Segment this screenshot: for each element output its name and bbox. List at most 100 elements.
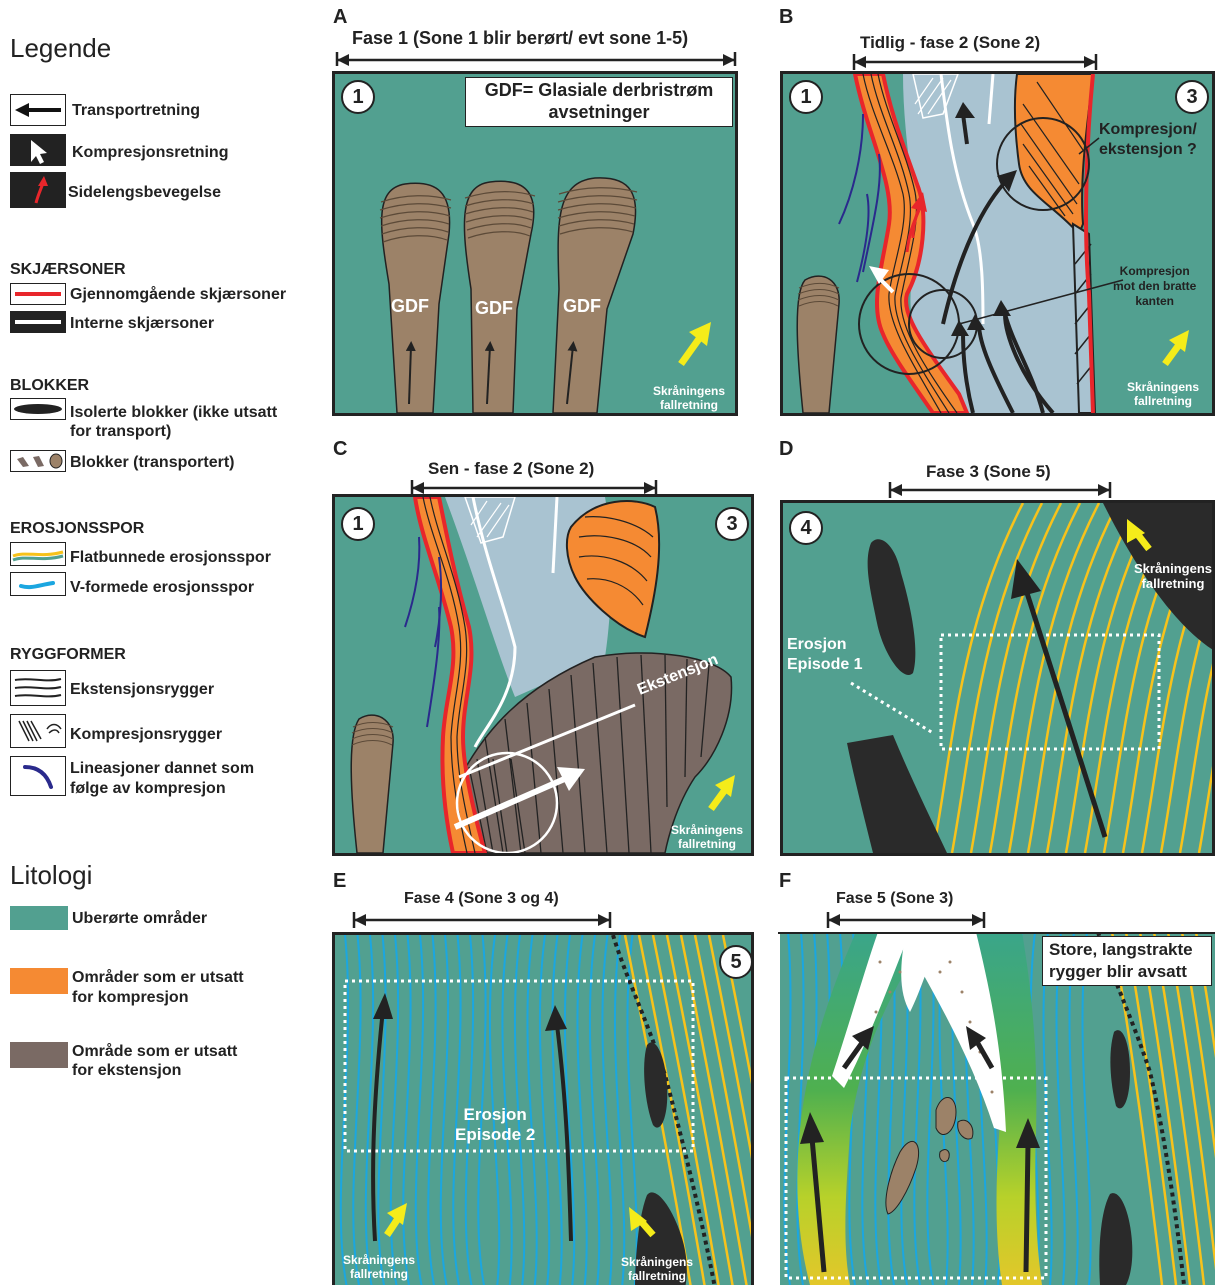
- panel-e: 5 ErosjonEpisode 2 Skråningensfallretnin…: [332, 932, 754, 1285]
- legend-compression-area-label: Områder som er utsatt: [72, 968, 244, 987]
- legend-through-shear-label: Gjennomgående skjærsoner: [70, 285, 286, 304]
- zone-number-left: 1: [789, 80, 823, 114]
- transported-block-icon: [10, 450, 66, 472]
- panel-f-letter: F: [779, 870, 791, 893]
- extension-swatch: [10, 1042, 68, 1068]
- gdf-definition-line2: avsetninger: [466, 102, 732, 123]
- gdf-definition-box: GDF= Glasiale derbristrøm avsetninger: [465, 77, 733, 127]
- ridges-heading: RYGGFORMER: [10, 646, 126, 664]
- v-erosion-track: [403, 935, 410, 1285]
- flat-erosion-track: [952, 503, 1042, 853]
- blocks-heading: BLOKKER: [10, 377, 89, 395]
- slope-label-line2: fallretning: [1123, 576, 1215, 591]
- panel-a-phase: Fase 1 (Sone 1 blir berørt/ evt sone 1-5…: [352, 28, 688, 49]
- zone-number-left: 1: [341, 507, 375, 541]
- erosion-line1: Erosjon: [787, 635, 863, 655]
- panel-f: Store, langstrakte rygger blir avsatt: [780, 932, 1215, 1285]
- legend-compression-label: Kompresjonsretning: [72, 143, 228, 162]
- isolated-block: [1099, 1193, 1132, 1285]
- zone-number-right: 3: [1175, 80, 1209, 114]
- gdf-label-3: GDF: [563, 296, 601, 317]
- transport-arrow-icon: [10, 94, 66, 126]
- erosion-line2: Episode 1: [787, 655, 863, 675]
- internal-shear-icon: [10, 311, 66, 333]
- zone-number: 4: [789, 511, 823, 545]
- erosion-heading: EROSJONSSPOR: [10, 520, 144, 538]
- slope-label-line1: Skråningens: [639, 384, 738, 398]
- v-erosion-track: [353, 935, 360, 1285]
- zone-number-right: 3: [715, 507, 749, 541]
- panel-f-phase: Fase 5 (Sone 3): [836, 890, 953, 908]
- lateral-movement-icon: [10, 172, 66, 208]
- slope-arrow-icon: [711, 775, 735, 809]
- legend-flat-erosion-label: Flatbunnede erosjonsspor: [70, 548, 271, 567]
- legend-title: Legende: [10, 33, 111, 64]
- erosion-line2: Episode 2: [455, 1125, 535, 1145]
- compression-extension-label: Kompresjon/ekstensjon ?: [1099, 120, 1197, 160]
- zone-number: 1: [341, 80, 375, 114]
- legend-extension-ridge-label: Ekstensjonsrygger: [70, 680, 214, 699]
- legend-isolated-block-label: Isolerte blokker (ikke utsatt: [70, 403, 277, 422]
- gdf-lobe: [351, 715, 393, 853]
- panel-d-letter: D: [779, 438, 793, 461]
- slope-arrow-icon: [1165, 330, 1189, 364]
- legend-extension-area-label: Område som er utsatt: [72, 1042, 237, 1061]
- erosion-line1: Erosjon: [455, 1105, 535, 1125]
- flat-erosion-track: [990, 503, 1080, 853]
- gdf-definition-line1: GDF= Glasiale derbristrøm: [466, 80, 732, 101]
- compression-swatch: [10, 968, 68, 994]
- v-erosion-track: [366, 935, 373, 1285]
- panel-c-letter: C: [333, 438, 347, 461]
- slope-label-line2: fallretning: [639, 398, 738, 412]
- deposition-note-line1: Store, langstrakte: [1049, 940, 1193, 960]
- legend-untouched-label: Uberørte områder: [72, 909, 207, 928]
- isolated-block-icon: [10, 398, 66, 420]
- slope-label-line2: fallretning: [1113, 394, 1213, 408]
- v-erosion-track: [552, 935, 561, 1285]
- slope-label-line2: fallretning: [657, 837, 754, 851]
- kbr-line1: Kompresjon: [1113, 264, 1196, 279]
- panel-b-letter: B: [779, 6, 793, 29]
- slope-label: Skråningensfallretning: [639, 384, 738, 412]
- legend-compression-area-label2: for kompresjon: [72, 988, 188, 1007]
- v-erosion-track: [577, 935, 586, 1285]
- legend-lateral-label: Sidelengsbevegelse: [68, 183, 221, 202]
- deposition-note-line2: rygger blir avsatt: [1049, 962, 1187, 982]
- panel-c-phase: Sen - fase 2 (Sone 2): [428, 459, 594, 479]
- panel-f-top-border: [778, 932, 1215, 934]
- isolated-block: [868, 539, 916, 675]
- legend-extension-area-label2: for ekstensjon: [72, 1061, 181, 1080]
- panel-d-phase-bracket: [886, 480, 1114, 500]
- slope-label-line1: Skråningens: [657, 823, 754, 837]
- isolated-block: [1110, 1030, 1130, 1108]
- through-shear-icon: [10, 283, 66, 305]
- legend-lineation-label2: følge av kompresjon: [70, 779, 226, 798]
- panel-b-phase: Tidlig - fase 2 (Sone 2): [860, 33, 1040, 53]
- slope-label-line1: Skråningens: [1113, 380, 1213, 394]
- komp-line1: Kompresjon/: [1099, 120, 1197, 140]
- compression-arrow-icon: [10, 134, 66, 166]
- panel-a: 1 GDF= Glasiale derbristrøm avsetninger …: [332, 71, 738, 416]
- v-erosion-track: [615, 935, 624, 1285]
- panel-e-phase-bracket: [350, 910, 614, 930]
- erosion-window: [941, 635, 1159, 749]
- slope-label-line1: Skråningens: [332, 1253, 429, 1267]
- slope-arrow-icon: [681, 322, 711, 364]
- slope-label-line3: Skråningens: [607, 1255, 707, 1269]
- slope-label-line4: fallretning: [607, 1269, 707, 1283]
- lithology-heading: Litologi: [10, 860, 92, 891]
- v-erosion-icon: [10, 572, 66, 596]
- extension-ridge-icon: [10, 670, 66, 706]
- shear-heading: SKJÆRSONER: [10, 261, 126, 279]
- pointer-line: [851, 683, 933, 733]
- legend-transported-block-label: Blokker (transportert): [70, 453, 234, 472]
- slope-label-line2: fallretning: [332, 1267, 429, 1281]
- legend-isolated-block-label2: for transport): [70, 422, 171, 441]
- gdf-label-1: GDF: [391, 296, 429, 317]
